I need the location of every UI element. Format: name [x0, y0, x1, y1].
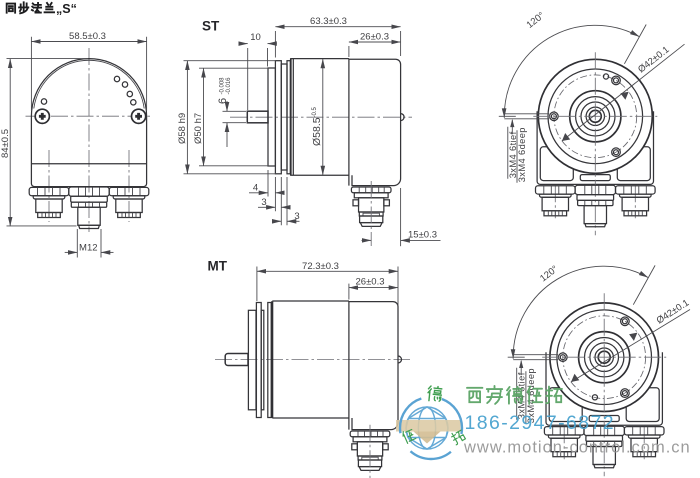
svg-text:-0.016: -0.016 — [226, 77, 232, 95]
svg-text:3: 3 — [261, 197, 266, 208]
svg-text:58.5±0.3: 58.5±0.3 — [69, 31, 106, 42]
svg-text:4: 4 — [253, 182, 258, 193]
svg-text:-0.5: -0.5 — [312, 106, 318, 117]
svg-text:Ø58 h9: Ø58 h9 — [177, 113, 188, 144]
svg-text:Ø50 h7: Ø50 h7 — [193, 113, 204, 144]
svg-text:26±0.3: 26±0.3 — [360, 32, 389, 43]
svg-text:M12: M12 — [79, 243, 97, 254]
svg-text:72.3±0.3: 72.3±0.3 — [302, 261, 339, 272]
svg-text:26±0.3: 26±0.3 — [356, 277, 385, 288]
svg-text:15±0.3: 15±0.3 — [408, 229, 437, 240]
svg-text:63.3±0.3: 63.3±0.3 — [310, 16, 347, 27]
svg-text:6: 6 — [217, 98, 229, 104]
svg-text:MT: MT — [208, 258, 228, 273]
svg-text:186-2947-6872: 186-2947-6872 — [465, 412, 615, 434]
svg-text:120°: 120° — [525, 10, 547, 31]
svg-text:120°: 120° — [538, 263, 560, 284]
svg-text:www.motion-control.com.cn: www.motion-control.com.cn — [463, 439, 691, 457]
svg-text:Ø42±0.1: Ø42±0.1 — [636, 44, 671, 75]
svg-text:„S“: „S“ — [56, 2, 77, 16]
svg-text:Ø58.5: Ø58.5 — [311, 117, 323, 146]
svg-text:ST: ST — [202, 19, 220, 34]
svg-text:-0.008: -0.008 — [220, 77, 226, 95]
svg-text:3: 3 — [294, 211, 299, 222]
svg-text:84±0.5: 84±0.5 — [0, 129, 11, 158]
svg-text:10: 10 — [250, 32, 261, 43]
